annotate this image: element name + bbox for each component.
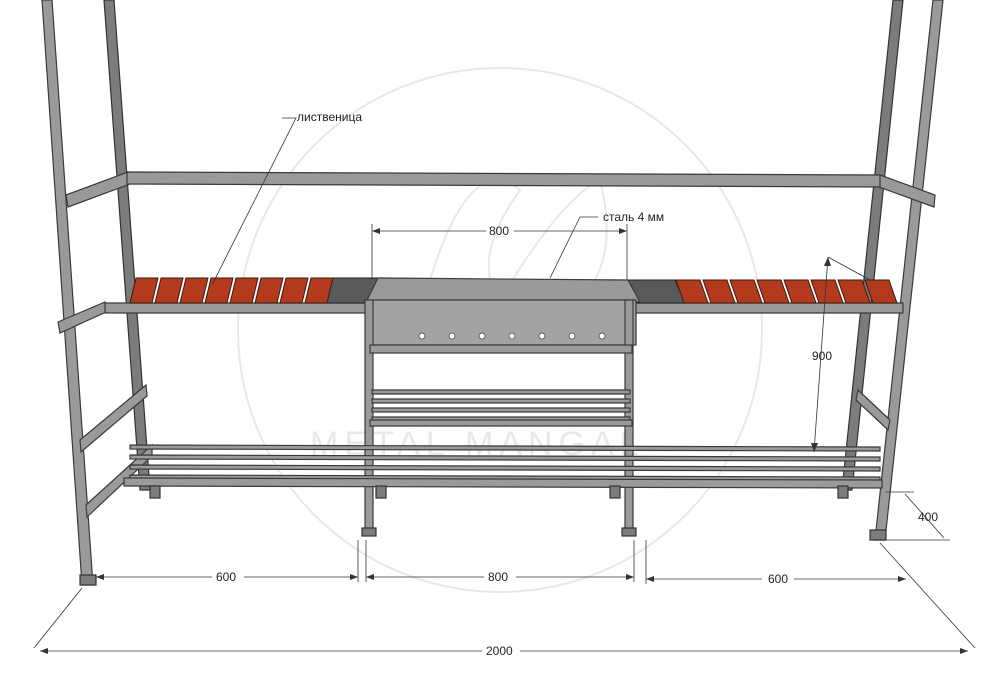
left-frame <box>41 0 153 586</box>
wood-slat <box>756 279 790 304</box>
wood-slat <box>129 277 159 304</box>
bottom-shelf <box>123 444 883 489</box>
grill-right-leg <box>624 299 634 531</box>
middle-shelf <box>369 389 633 427</box>
dim-depth-value: 400 <box>918 510 938 524</box>
bottom-shelf-front-rail <box>123 477 883 489</box>
wood-slat <box>179 277 209 304</box>
mid-shelf-front-rail <box>369 419 633 427</box>
right-side-brace <box>855 388 891 432</box>
wood-slat <box>783 279 817 304</box>
wood-slat <box>279 277 309 304</box>
wood-slat <box>864 279 898 304</box>
grill-box <box>361 277 642 537</box>
right-countertop <box>624 279 904 314</box>
right-upper-crossbar <box>878 174 936 208</box>
dim-grill-width-value: 800 <box>489 224 509 238</box>
mid-shelf-bar <box>371 398 631 404</box>
left-countertop <box>104 277 379 314</box>
dim-total-width: 2000 <box>33 542 976 658</box>
wood-slat <box>204 277 234 304</box>
steel-leader-line <box>549 216 598 279</box>
air-hole <box>538 332 546 340</box>
left-countertop-edge <box>104 302 371 314</box>
wood-slat <box>837 279 871 304</box>
left-foot <box>79 574 97 586</box>
bottom-right-foot <box>837 485 849 499</box>
mid-shelf-bar <box>371 407 631 413</box>
mid-shelf-bar <box>371 389 631 395</box>
left-wood-slats <box>129 277 334 304</box>
air-hole <box>598 332 606 340</box>
grill-left-leg <box>364 299 374 531</box>
bottom-center-right-foot <box>609 485 621 499</box>
dim-right-section-value: 600 <box>768 572 788 586</box>
wood-leader-line <box>211 117 297 286</box>
grill-front-panel <box>369 299 637 346</box>
dim-center-section-value: 800 <box>488 570 508 584</box>
left-front-post <box>41 0 94 586</box>
wood-slat <box>702 279 736 304</box>
right-foot <box>869 529 887 541</box>
dim-bottom-segments: 600 800 600 <box>96 540 906 586</box>
dim-height-value: 900 <box>812 349 832 363</box>
wood-slat <box>729 279 763 304</box>
left-side-brace-1 <box>79 383 148 454</box>
air-hole <box>508 332 516 340</box>
steel-label: сталь 4 мм <box>603 210 664 224</box>
air-hole <box>568 332 576 340</box>
dim-total-width-value: 2000 <box>486 644 513 658</box>
right-frame <box>841 0 944 541</box>
right-rear-post <box>841 0 904 491</box>
dim-left-section-value: 600 <box>216 570 236 584</box>
dim-height: 900 <box>811 256 871 453</box>
dim-grill-width: 800 <box>371 224 628 280</box>
right-wood-slats <box>675 279 898 304</box>
air-hole <box>478 332 486 340</box>
grill-top-rim <box>365 277 642 303</box>
air-hole <box>448 332 456 340</box>
wood-slat <box>254 277 284 304</box>
wood-slat <box>229 277 259 304</box>
bottom-left-foot <box>149 485 161 499</box>
bottom-center-left-foot <box>375 485 387 499</box>
wood-label: лиственица <box>297 110 362 124</box>
grill-left-foot <box>361 527 377 537</box>
wood-slat <box>675 279 709 304</box>
bottom-shelf-bar <box>129 454 881 462</box>
right-countertop-edge <box>631 302 904 314</box>
bottom-shelf-bar <box>129 464 881 472</box>
grill-right-foot <box>621 527 637 537</box>
wood-slat <box>810 279 844 304</box>
dim-depth: 400 <box>886 491 950 541</box>
watermark-circle <box>237 67 763 593</box>
wood-slat <box>304 277 334 304</box>
top-crossbar <box>126 171 881 188</box>
grill-bottom-rail <box>369 344 633 354</box>
grill-air-holes <box>418 332 606 340</box>
bottom-shelf-bar <box>129 444 881 452</box>
air-hole <box>418 332 426 340</box>
wood-slat <box>154 277 184 304</box>
